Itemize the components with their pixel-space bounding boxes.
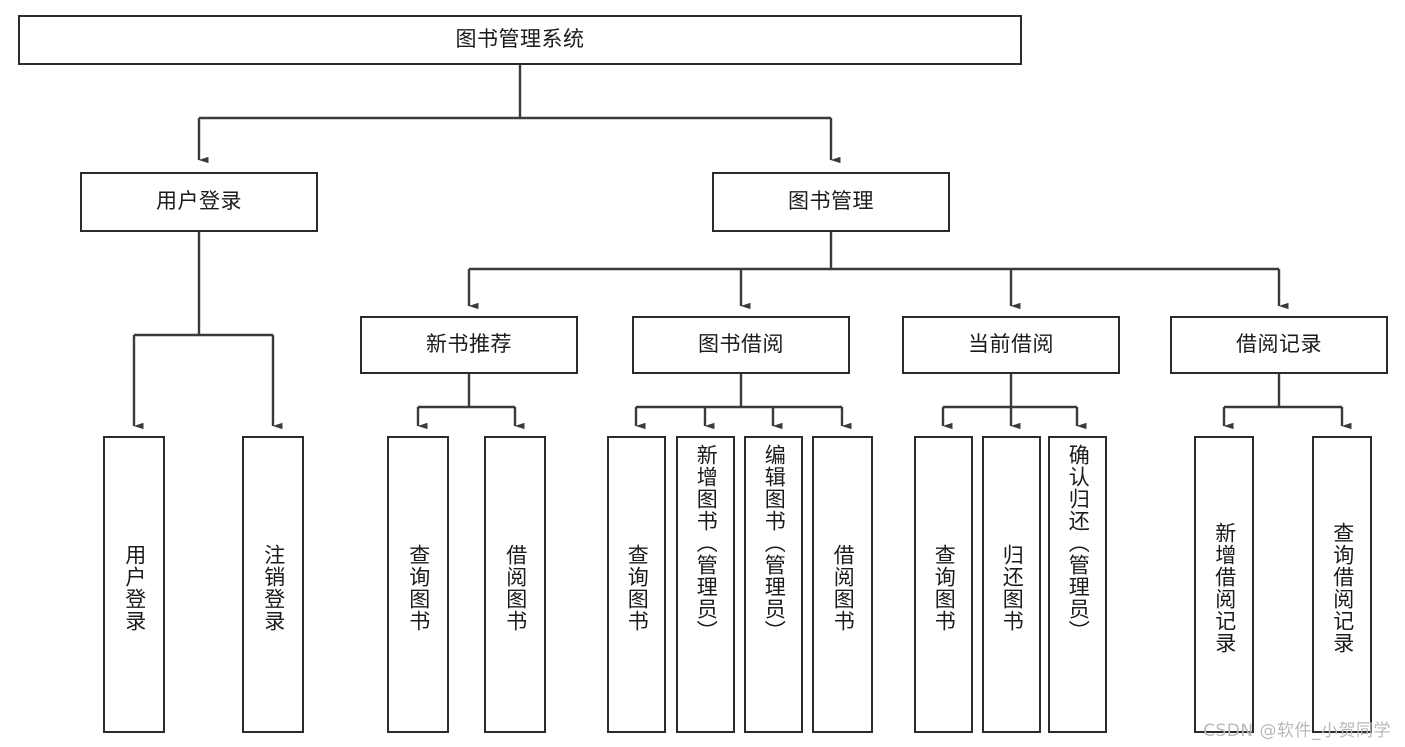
node-user-login[interactable]: 用户登录 [80,172,318,232]
node-leaf-user-login[interactable]: 用户登录 [103,436,165,733]
node-label: 借阅记录 [1236,332,1322,357]
node-book-management[interactable]: 图书管理 [712,172,950,232]
node-leaf-confirm-return-admin[interactable]: 确认归还（管理员） [1048,436,1107,733]
leaf-text-wrap: 新增图书（管理员） [678,444,733,731]
node-label: 查询图书 [406,543,431,632]
node-label: 查询图书 [932,543,957,632]
node-label: 注销登录 [261,543,286,632]
node-label: 新增图书（管理员） [694,444,719,642]
leaf-text-wrap: 确认归还（管理员） [1050,444,1105,731]
leaf-text-wrap: 用户登录 [105,444,163,731]
node-leaf-add-borrow-record[interactable]: 新增借阅记录 [1194,436,1254,733]
node-label: 用户登录 [156,189,242,214]
leaf-text-wrap: 查询图书 [609,444,664,731]
leaf-text-wrap: 新增借阅记录 [1196,444,1252,731]
node-label: 用户登录 [122,543,147,632]
watermark-text: CSDN @软件_小贺同学 [1203,721,1391,741]
node-leaf-query-book-1[interactable]: 查询图书 [387,436,449,733]
node-leaf-borrow-book-2[interactable]: 借阅图书 [812,436,873,733]
leaf-text-wrap: 查询图书 [389,444,447,731]
node-label: 图书管理 [788,189,874,214]
node-current-borrowing[interactable]: 当前借阅 [902,316,1120,374]
node-label: 图书借阅 [698,332,784,357]
node-new-book-recommendation[interactable]: 新书推荐 [360,316,578,374]
leaf-text-wrap: 借阅图书 [814,444,871,731]
node-label: 借阅图书 [831,543,856,632]
leaf-text-wrap: 查询图书 [916,444,971,731]
node-label: 借阅图书 [503,543,528,632]
node-label: 当前借阅 [968,332,1054,357]
node-leaf-query-borrow-record[interactable]: 查询借阅记录 [1312,436,1372,733]
node-root-book-management-system[interactable]: 图书管理系统 [18,15,1022,65]
node-label: 归还图书 [1000,543,1025,632]
node-label: 图书管理系统 [455,27,585,52]
node-leaf-logout[interactable]: 注销登录 [242,436,304,733]
node-label: 新增借阅记录 [1212,521,1237,654]
node-leaf-borrow-book-1[interactable]: 借阅图书 [484,436,546,733]
node-leaf-edit-book-admin[interactable]: 编辑图书（管理员） [744,436,803,733]
node-label: 确认归还（管理员） [1066,444,1091,642]
node-label: 编辑图书（管理员） [762,444,787,642]
leaf-text-wrap: 编辑图书（管理员） [746,444,801,731]
leaf-text-wrap: 查询借阅记录 [1314,444,1370,731]
node-leaf-query-book-2[interactable]: 查询图书 [607,436,666,733]
node-borrowing-record[interactable]: 借阅记录 [1170,316,1388,374]
node-book-borrowing[interactable]: 图书借阅 [632,316,850,374]
leaf-text-wrap: 注销登录 [244,444,302,731]
leaf-text-wrap: 借阅图书 [486,444,544,731]
node-leaf-add-book-admin[interactable]: 新增图书（管理员） [676,436,735,733]
node-label: 查询借阅记录 [1330,521,1355,654]
node-label: 新书推荐 [426,332,512,357]
node-leaf-return-book[interactable]: 归还图书 [982,436,1041,733]
node-label: 查询图书 [625,543,650,632]
leaf-text-wrap: 归还图书 [984,444,1039,731]
node-leaf-query-book-3[interactable]: 查询图书 [914,436,973,733]
